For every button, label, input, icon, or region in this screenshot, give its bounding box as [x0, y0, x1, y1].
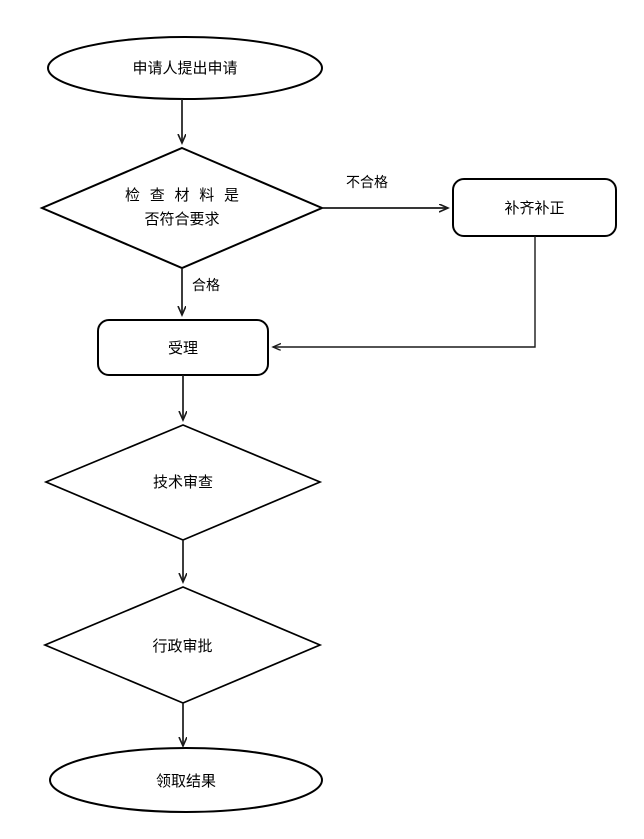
- node-accept-shape[interactable]: [97, 319, 269, 376]
- node-administrative-approval-shape[interactable]: [42, 586, 323, 704]
- edge-label-unqualified: 不合格: [346, 175, 388, 191]
- edge-supplement-to-accept: [273, 236, 536, 347]
- node-start-shape[interactable]: [47, 36, 323, 100]
- node-technical-review-shape[interactable]: [43, 424, 323, 541]
- node-end-shape[interactable]: [49, 747, 323, 813]
- edge-label-qualified: 合格: [192, 278, 220, 294]
- node-check-shape[interactable]: [39, 146, 325, 270]
- node-supplement-shape[interactable]: [452, 178, 617, 237]
